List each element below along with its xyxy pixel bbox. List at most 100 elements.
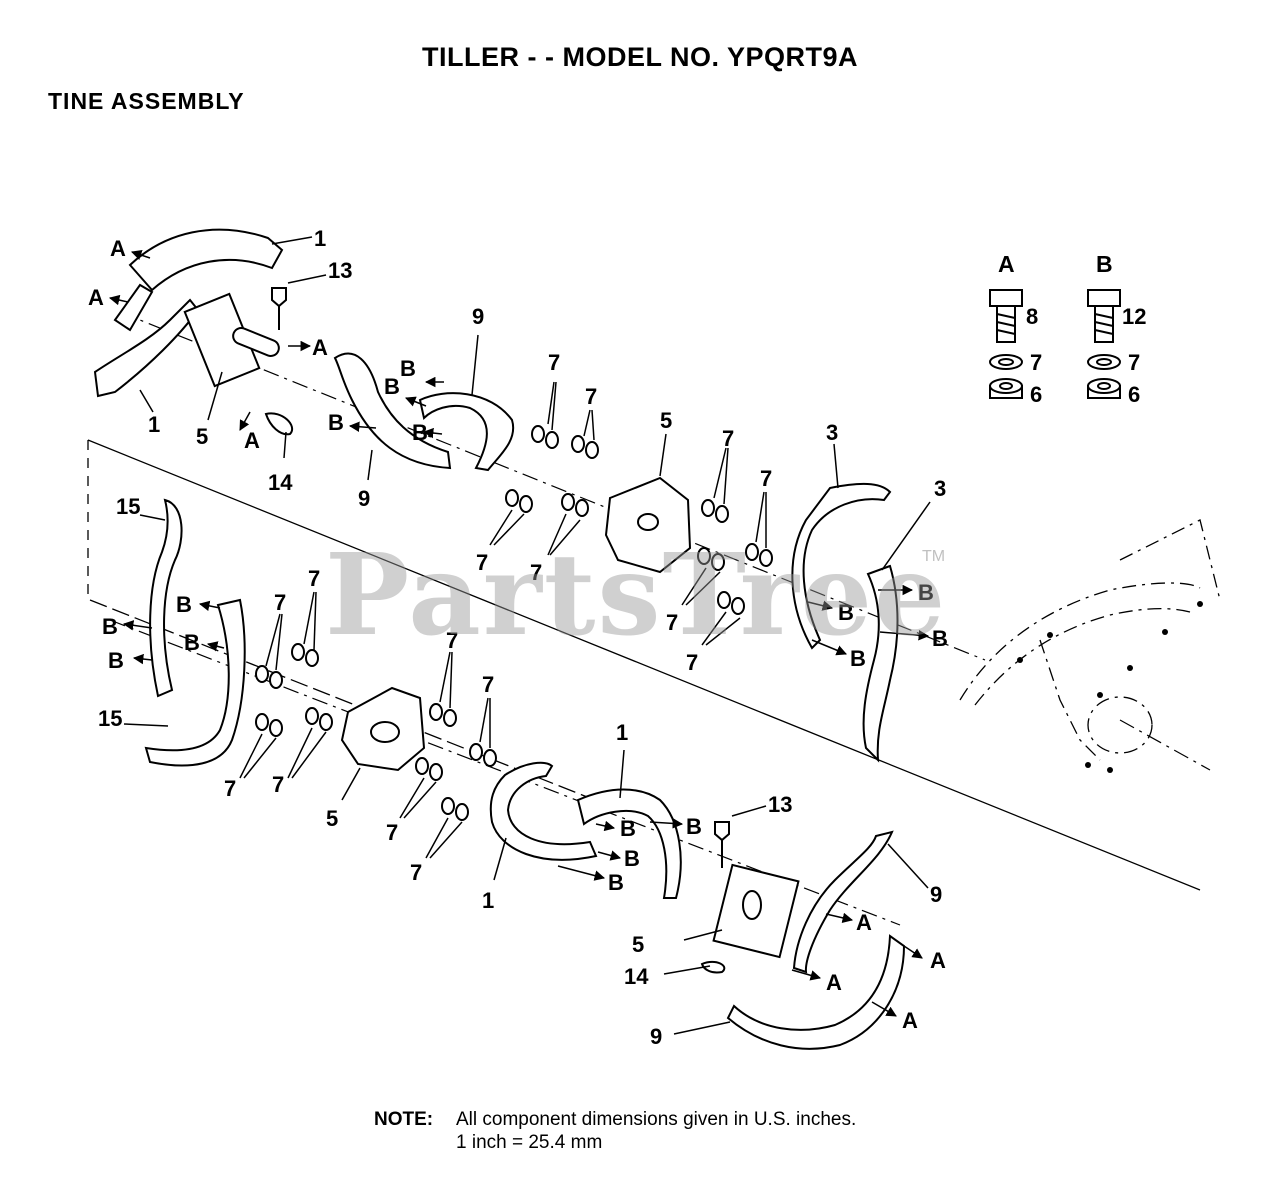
note-line-2: 1 inch = 25.4 mm	[456, 1132, 603, 1153]
callout-5: 5	[660, 408, 672, 433]
ref-letter-b: B	[176, 592, 192, 617]
ref-letter-a: A	[244, 428, 260, 453]
callout-13: 13	[768, 792, 792, 817]
ref-letter-a: A	[902, 1008, 918, 1033]
housing-frame	[1119, 519, 1221, 601]
hub-5-bore-lower-left	[370, 721, 400, 743]
callout-13: 13	[328, 258, 352, 283]
hardware-key-a-letter: A	[998, 251, 1015, 277]
callout-14: 14	[268, 470, 293, 495]
bolt-8-icon	[989, 289, 1023, 343]
callout-15: 15	[116, 494, 140, 519]
callout-3: 3	[826, 420, 838, 445]
tine-1-lower-right	[576, 788, 682, 899]
callout-7: 7	[386, 820, 398, 845]
ref-letter-b: B	[400, 356, 416, 381]
callout-7: 7	[548, 350, 560, 375]
ref-letter-b: B	[624, 846, 640, 871]
callout-1: 1	[616, 720, 628, 745]
tine-9-lower-right	[726, 934, 906, 1050]
hardware-key-b-bolt: 12	[1122, 304, 1146, 329]
hub-5-bore-upper-middle	[637, 513, 659, 531]
pin-13-lower	[714, 821, 730, 842]
callout-1: 1	[314, 226, 326, 251]
housing-arc-outer	[959, 582, 1201, 701]
ref-letter-a: A	[110, 236, 126, 261]
hardware-key-b-nut: 6	[1128, 382, 1140, 407]
tine-1-upper	[128, 228, 284, 292]
hub-5-shaft-upper-left	[232, 327, 280, 357]
upper-middle-tine-group	[333, 352, 692, 574]
callout-14: 14	[624, 964, 649, 989]
tine-1-upper-mount	[113, 283, 154, 332]
callout-7: 7	[760, 466, 772, 491]
ref-letter-b: B	[686, 814, 702, 839]
hardware-key-a-nut: 6	[1030, 382, 1042, 407]
tine-1-lower	[93, 298, 200, 398]
callout-7: 7	[482, 672, 494, 697]
separator-lines	[87, 439, 1201, 891]
dimension-note: NOTE:All component dimensions given in U…	[374, 1108, 856, 1154]
hardware-key-b-letter: B	[1096, 251, 1113, 277]
lower-middle-tine-group	[489, 761, 800, 974]
ref-letter-b: B	[108, 648, 124, 673]
ref-letter-b: B	[850, 646, 866, 671]
pin-13-upper	[271, 287, 287, 308]
ref-letter-b: B	[932, 626, 948, 651]
callout-7: 7	[722, 426, 734, 451]
callout-9: 9	[930, 882, 942, 907]
lockwasher-icon	[989, 354, 1121, 370]
ref-letter-a: A	[312, 335, 328, 360]
tine-3-right	[862, 564, 899, 763]
tine-15-upper	[149, 498, 183, 698]
housing-hub	[1087, 696, 1153, 754]
note-line-1: All component dimensions given in U.S. i…	[456, 1109, 857, 1130]
watermark-trademark: TM	[922, 548, 946, 565]
callout-7: 7	[308, 566, 320, 591]
tine-3-left	[791, 482, 892, 650]
callout-7: 7	[410, 860, 422, 885]
upper-shaft-centerline	[119, 311, 986, 661]
ref-letter-a: A	[88, 285, 104, 310]
tine-9-upper-right	[792, 830, 894, 974]
callout-5: 5	[196, 424, 208, 449]
watermark: PartsTree	[325, 530, 948, 661]
callout-1: 1	[148, 412, 160, 437]
hardware-key: A B 8 7 6 12 7 6	[989, 251, 1146, 407]
reference-letters: A A A A B B B B B B B B B B B B B B B B …	[88, 236, 948, 1033]
lockwashers-7	[255, 425, 773, 821]
callout-7: 7	[530, 560, 542, 585]
nut-icon	[989, 378, 1121, 399]
ref-letter-b: B	[412, 420, 428, 445]
hardware-key-a-lockwasher: 7	[1030, 350, 1042, 375]
housing-spoke	[1039, 639, 1101, 761]
reference-arrows	[108, 250, 930, 1017]
callout-labels: 1 13 1 5 14 9 9 7 7 7 7 5 7 7 7 7 3 3 15…	[98, 226, 946, 1049]
leader-lines	[123, 236, 931, 1035]
callout-9: 9	[472, 304, 484, 329]
ref-letter-b: B	[184, 630, 200, 655]
upper-right-tine-group	[791, 482, 899, 763]
ref-letter-a: A	[930, 948, 946, 973]
ref-letter-b: B	[102, 614, 118, 639]
hub-5-bore-lower-right	[742, 890, 762, 920]
tine-1-lower-left	[489, 761, 598, 861]
ref-letter-b: B	[608, 870, 624, 895]
callout-5: 5	[326, 806, 338, 831]
hairpin-14-upper	[264, 412, 293, 436]
callout-5: 5	[632, 932, 644, 957]
diagram-title: TILLER - - MODEL NO. YPQRT9A	[421, 42, 859, 72]
callout-7: 7	[666, 610, 678, 635]
tine-9-left	[333, 352, 452, 470]
housing-bolts	[1017, 601, 1203, 773]
callout-9: 9	[358, 486, 370, 511]
callout-7: 7	[272, 772, 284, 797]
tine-9-right	[418, 392, 515, 472]
ref-letter-a: A	[826, 970, 842, 995]
ref-letter-a: A	[856, 910, 872, 935]
ref-letter-b: B	[918, 580, 934, 605]
callout-15: 15	[98, 706, 122, 731]
tine-15-lower	[144, 598, 246, 767]
callout-1: 1	[482, 888, 494, 913]
bolt-12-icon	[1087, 289, 1121, 343]
